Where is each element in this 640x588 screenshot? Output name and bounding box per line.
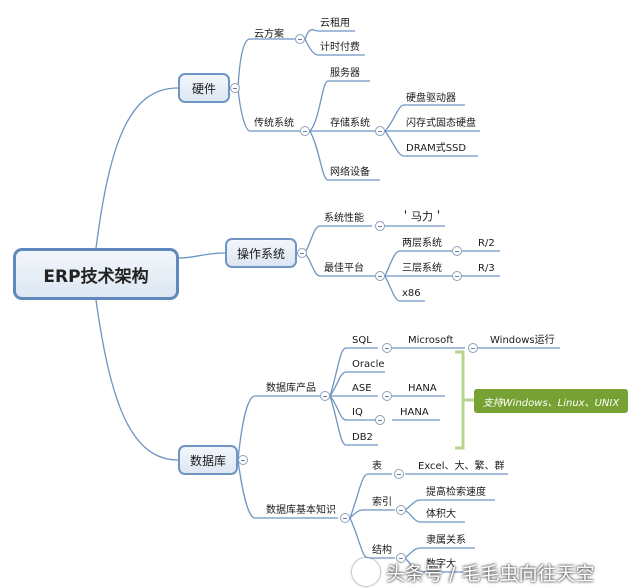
collapse-hardware-icon[interactable]	[230, 83, 240, 93]
collapse-iq-icon[interactable]	[375, 415, 385, 425]
collapse-structure-icon[interactable]	[396, 553, 406, 563]
collapse-table-icon[interactable]	[394, 469, 404, 479]
node-db-products[interactable]: 数据库产品	[266, 383, 316, 394]
node-table[interactable]: 表	[372, 461, 382, 472]
node-three-tier[interactable]: 三层系统	[402, 263, 442, 274]
node-iq-hana[interactable]: HANA	[400, 407, 429, 418]
node-x86[interactable]: x86	[402, 288, 421, 299]
node-hardware-label: 硬件	[191, 81, 216, 96]
collapse-cloud-icon[interactable]	[295, 34, 305, 44]
collapse-db-basics-icon[interactable]	[340, 513, 350, 523]
node-two-tier[interactable]: 两层系统	[402, 238, 442, 249]
node-r3[interactable]: R/3	[478, 263, 495, 274]
node-cloud-rent[interactable]: 云租用	[320, 18, 350, 29]
node-performance[interactable]: 系统性能	[324, 213, 364, 224]
node-r2[interactable]: R/2	[478, 238, 495, 249]
root-node[interactable]: ERP技术架构	[13, 248, 179, 300]
collapse-ase-icon[interactable]	[382, 391, 392, 401]
node-microsoft[interactable]: Microsoft	[408, 335, 454, 346]
node-database[interactable]: 数据库	[178, 445, 238, 475]
support-note[interactable]: 支持Windows、Linux、UNIX	[474, 389, 628, 413]
support-note-text: 支持Windows、Linux、UNIX	[482, 397, 620, 409]
node-oracle[interactable]: Oracle	[352, 359, 385, 370]
collapse-three-tier-icon[interactable]	[452, 271, 462, 281]
node-network[interactable]: 网络设备	[330, 167, 370, 178]
node-iq[interactable]: IQ	[352, 407, 363, 418]
node-structure[interactable]: 结构	[372, 545, 392, 556]
node-traditional[interactable]: 传统系统	[254, 118, 294, 129]
collapse-performance-icon[interactable]	[375, 221, 385, 231]
node-os[interactable]: 操作系统	[225, 238, 297, 268]
collapse-storage-icon[interactable]	[375, 126, 385, 136]
node-db2[interactable]: DB2	[352, 432, 373, 443]
collapse-database-icon[interactable]	[238, 455, 248, 465]
node-hdd[interactable]: 硬盘驱动器	[406, 93, 456, 104]
watermark: 头条号 / 毛毛虫向往天空	[352, 556, 640, 588]
node-index[interactable]: 索引	[372, 497, 392, 508]
node-cloud[interactable]: 云方案	[254, 29, 284, 40]
node-storage[interactable]: 存储系统	[330, 118, 370, 129]
node-sql[interactable]: SQL	[352, 335, 372, 346]
connector-root-os	[178, 252, 226, 259]
node-flash-ssd[interactable]: 闪存式固态硬盘	[406, 118, 476, 129]
collapse-platform-icon[interactable]	[375, 271, 385, 281]
node-os-label: 操作系统	[236, 246, 285, 261]
node-database-label: 数据库	[189, 453, 226, 468]
node-platform[interactable]: 最佳平台	[324, 263, 364, 274]
node-dram-ssd[interactable]: DRAM式SSD	[406, 143, 467, 154]
node-windows-run[interactable]: Windows运行	[490, 335, 555, 346]
node-cloud-timed[interactable]: 计时付费	[320, 42, 360, 53]
collapse-index-icon[interactable]	[396, 505, 406, 515]
node-server[interactable]: 服务器	[330, 68, 360, 79]
collapse-db-products-icon[interactable]	[320, 391, 330, 401]
node-index-size[interactable]: 体积大	[426, 509, 456, 520]
watermark-text: 头条号 / 毛毛虫向往天空	[386, 562, 595, 585]
collapse-microsoft-icon[interactable]	[468, 343, 478, 353]
root-label: ERP技术架构	[43, 266, 149, 287]
collapse-traditional-icon[interactable]	[300, 126, 310, 136]
node-index-speed[interactable]: 提高检索速度	[426, 487, 486, 498]
connector-root-database	[95, 299, 179, 461]
node-hardware[interactable]: 硬件	[178, 73, 230, 103]
node-ase-hana[interactable]: HANA	[408, 383, 437, 394]
node-db-basics[interactable]: 数据库基本知识	[266, 505, 336, 516]
collapse-two-tier-icon[interactable]	[452, 246, 462, 256]
node-horsepower[interactable]: ＇马力＇	[400, 210, 444, 223]
product-bracket	[455, 350, 474, 450]
collapse-os-icon[interactable]	[297, 248, 307, 258]
node-structure-relation[interactable]: 隶属关系	[426, 535, 466, 546]
collapse-sql-icon[interactable]	[382, 343, 392, 353]
connector-root-hardware	[95, 87, 179, 249]
node-structure-big[interactable]: 数字大	[426, 559, 456, 570]
node-ase[interactable]: ASE	[352, 383, 372, 394]
node-table-desc[interactable]: Excel、大、繁、群	[418, 461, 505, 472]
watermark-logo-icon	[352, 558, 380, 586]
